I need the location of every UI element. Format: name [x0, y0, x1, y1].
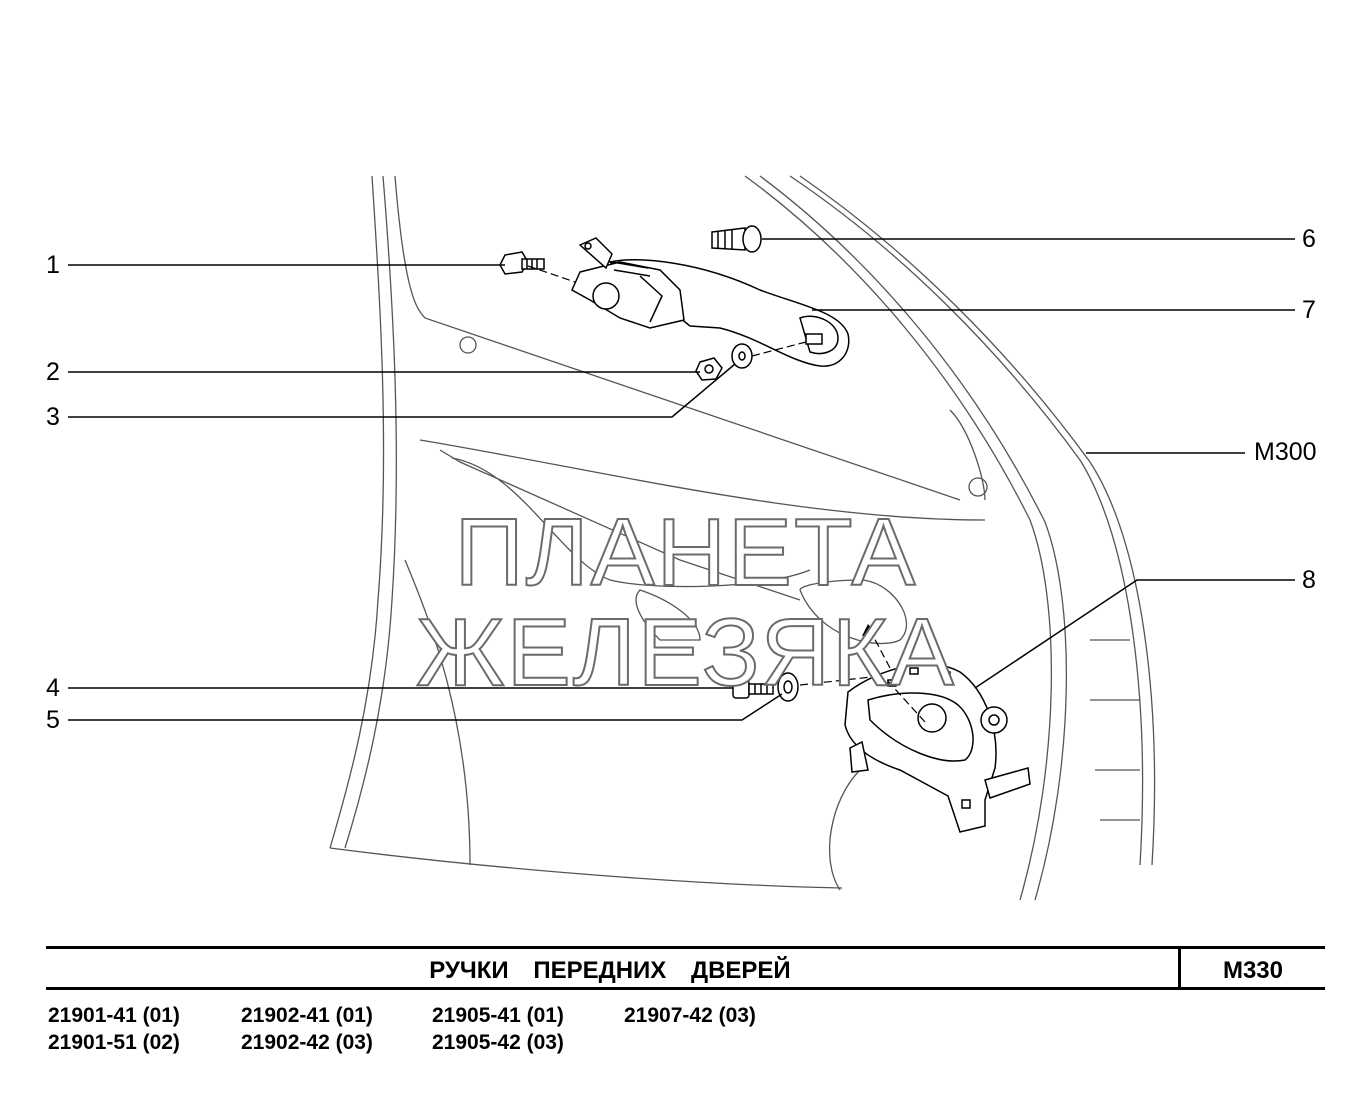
- model-variant: 21907-42 (03): [624, 1004, 756, 1027]
- model-variant: 21905-41 (01): [432, 1004, 564, 1027]
- assembly-arrowhead: [862, 624, 876, 636]
- nut-part-2: [695, 357, 723, 381]
- model-variant: 21905-42 (03): [432, 1031, 564, 1054]
- lock-cylinder-part-6: [711, 225, 762, 253]
- callout-1: 1: [46, 251, 60, 279]
- assembly-dashed-lines: [527, 265, 926, 723]
- sheet-title: РУЧКИ ПЕРЕДНИХ ДВЕРЕЙ: [429, 957, 791, 984]
- callout-8: 8: [1302, 566, 1316, 594]
- callout-5: 5: [46, 706, 60, 734]
- leader-lines: [68, 238, 1295, 721]
- sheet-code: M330: [1222, 957, 1284, 984]
- title-block-frame: [46, 946, 1325, 990]
- model-variant: 21902-41 (01): [241, 1004, 373, 1027]
- callout-7: 7: [1302, 296, 1316, 324]
- callout-4: 4: [46, 674, 60, 702]
- watermark-text: ПЛАНЕТА ЖЕЛЕЗЯКА: [415, 499, 956, 706]
- outer-handle-part-7: [571, 237, 850, 367]
- door-panel-outline: [329, 175, 1156, 901]
- screw-part-4: [732, 679, 774, 699]
- washer-part-3: [731, 343, 753, 369]
- bolt-part-1: [499, 251, 545, 275]
- callout-3: 3: [46, 403, 60, 431]
- callout-2: 2: [46, 358, 60, 386]
- callout-6: 6: [1302, 225, 1316, 253]
- title-block-divider: [1178, 946, 1181, 990]
- model-variant: 21902-42 (03): [241, 1031, 373, 1054]
- inner-handle-part-8: [844, 663, 1031, 833]
- model-variant: 21901-51 (02): [48, 1031, 180, 1054]
- callout-ref-m300: M300: [1254, 438, 1317, 466]
- star-washer-part-5: [777, 672, 799, 702]
- model-variant: 21901-41 (01): [48, 1004, 180, 1027]
